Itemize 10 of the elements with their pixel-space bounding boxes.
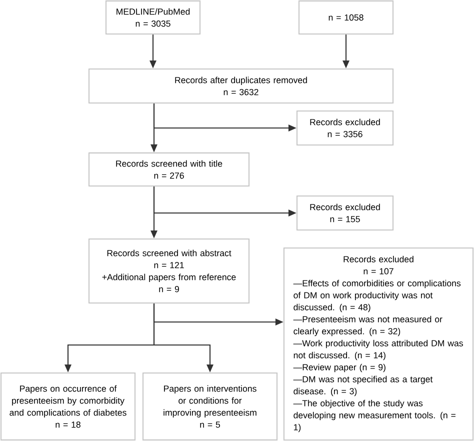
process-box: Records screened with title n = 276 bbox=[88, 152, 250, 187]
process-box: n = 1058 bbox=[298, 0, 394, 35]
process-box: Papers on interventions or conditions for improving presenteeism n = 5 bbox=[142, 372, 278, 440]
excluded-list-box: Records excluded n = 107 —Effects of comorbidities or complications of DM on work productivity was not discussed. (n = 48) —Presenteeism was not measured or clearly expressed. (n = 32) —Work productivity loss attributed DM was not discussed. (n = 14) —Review paper (n = 9) —DM was not specified as a target disease. (n = 3) —The objective of the study was developing new measurement tools. (n = 1) bbox=[283, 247, 474, 441]
process-box: Records excluded n = 155 bbox=[296, 195, 394, 231]
process-box: Papers on occurrence of presenteeism by comorbidity and complications of diabetes n = 18 bbox=[0, 372, 136, 440]
process-box: Records after duplicates removed n = 3632 bbox=[88, 68, 394, 104]
process-box: Records screened with abstract n = 121 +Additional papers from reference n = 9 bbox=[88, 238, 250, 304]
process-box: MEDLINE/PubMed n = 3035 bbox=[105, 0, 201, 35]
process-box: Records excluded n = 3356 bbox=[296, 110, 394, 146]
